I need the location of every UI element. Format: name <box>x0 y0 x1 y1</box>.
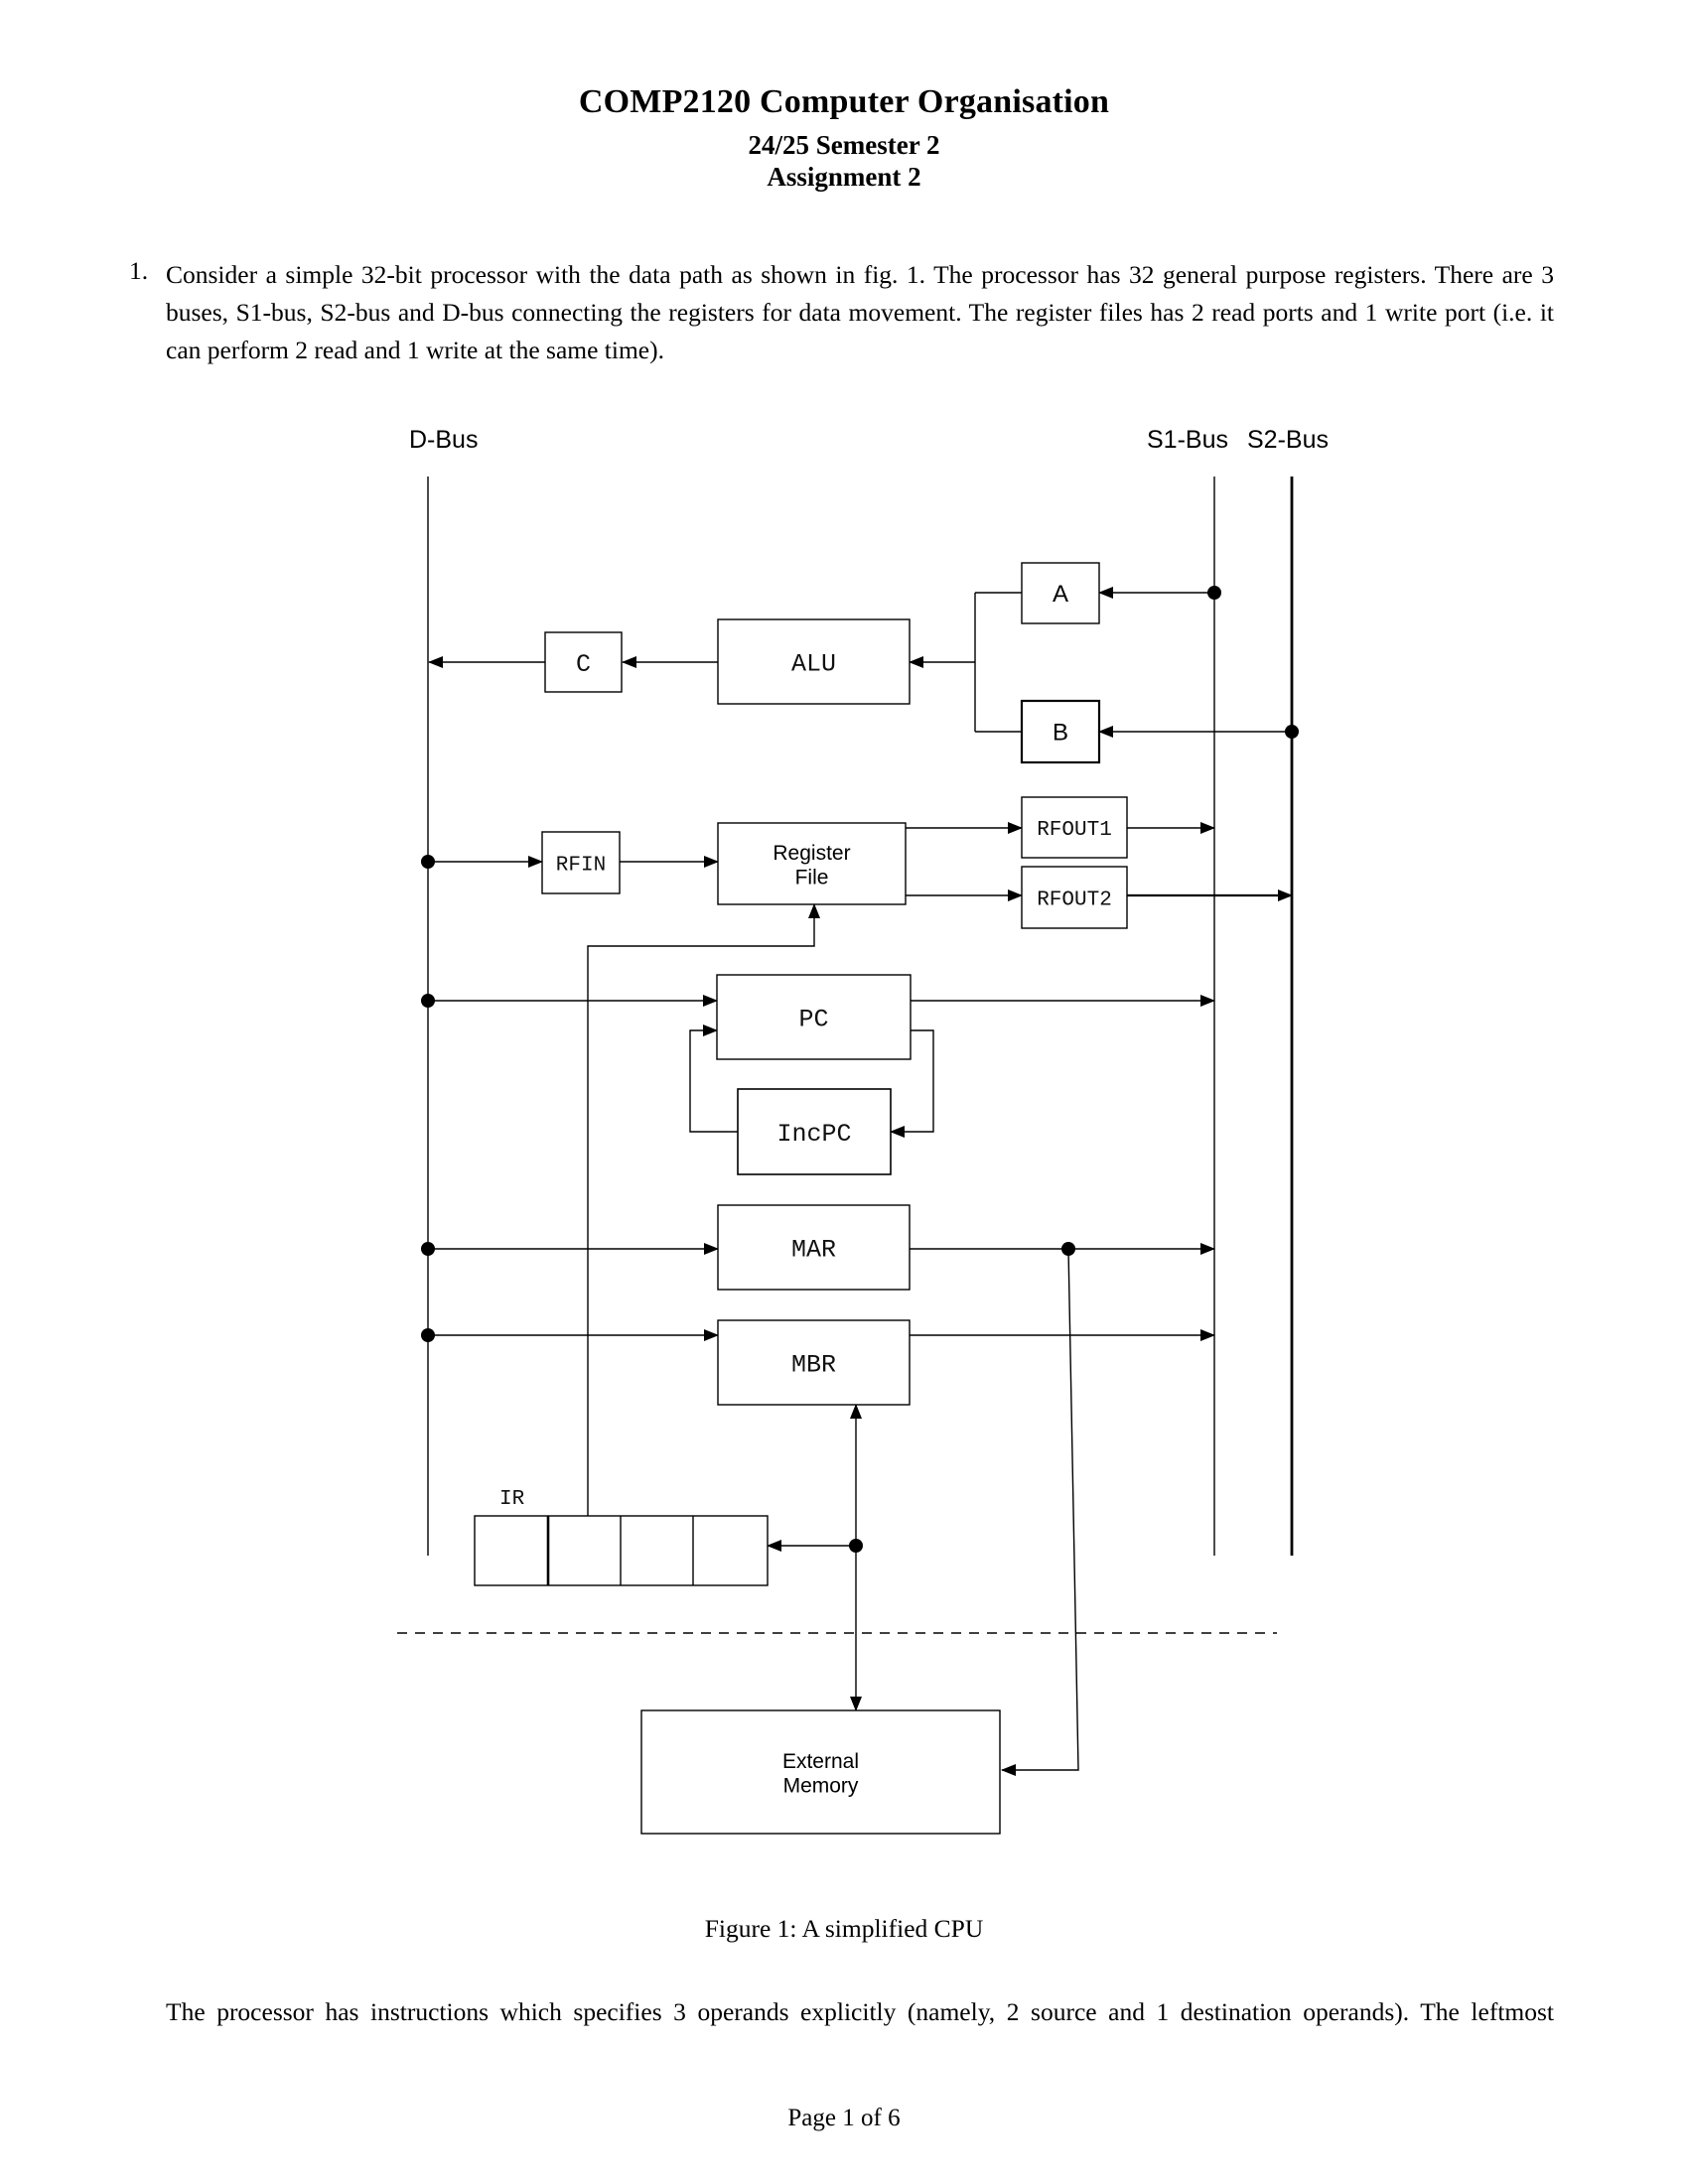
junction-dot <box>1285 725 1299 739</box>
box-incpc <box>737 1088 892 1175</box>
continuation-paragraph: The processor has instructions which spe… <box>166 1997 1554 2026</box>
junction-dot <box>421 994 435 1008</box>
junction-dot <box>421 855 435 869</box>
label-mar: MAR <box>791 1235 836 1264</box>
box-rfin <box>541 831 621 894</box>
label-b-register: B <box>1053 719 1068 746</box>
label-ir: IR <box>499 1488 525 1511</box>
box-c-register <box>544 631 623 693</box>
junction-dot <box>421 1242 435 1256</box>
figure-caption: Figure 1: A simplified CPU <box>704 1914 984 1943</box>
label-incpc: IncPC <box>776 1120 851 1149</box>
assignment-heading: Assignment 2 <box>767 162 921 192</box>
label-rfout2: RFOUT2 <box>1037 888 1112 911</box>
box-register-file <box>717 822 907 905</box>
box-mar <box>717 1204 911 1291</box>
box-external-memory <box>640 1709 1001 1835</box>
label-c-register: C <box>576 650 591 679</box>
list-item-number: 1. <box>129 256 149 285</box>
s2-bus-label: S2-Bus <box>1247 426 1329 454</box>
label-rfin: RFIN <box>556 854 606 877</box>
box-b-register <box>1020 699 1101 764</box>
edge-incpc-to-pc <box>689 1024 738 1133</box>
label-rfout1: RFOUT1 <box>1037 819 1112 842</box>
label-a-register: A <box>1053 581 1068 608</box>
edge-mar-to-extmem <box>1001 1248 1079 1776</box>
label-mbr: MBR <box>791 1350 836 1379</box>
box-a-register <box>1021 562 1100 624</box>
edge-ir-to-rf-writeback <box>587 903 820 1516</box>
box-alu <box>717 618 911 705</box>
page-number: Page 1 of 6 <box>787 2105 901 2131</box>
box-rfout2 <box>1021 866 1128 929</box>
question-paragraph: Consider a simple 32-bit processor with … <box>166 260 1554 364</box>
label-alu: ALU <box>791 649 836 678</box>
junction-dot <box>849 1539 863 1553</box>
document-title: COMP2120 Computer Organisation <box>578 83 1110 120</box>
box-rfout1 <box>1021 796 1128 859</box>
junction-dot <box>1061 1242 1075 1256</box>
junction-dot <box>1207 586 1221 600</box>
s1-bus-label: S1-Bus <box>1147 426 1228 454</box>
d-bus-label: D-Bus <box>409 426 478 454</box>
box-pc <box>716 974 912 1060</box>
edge-pc-to-incpc <box>890 1029 934 1138</box>
label-pc: PC <box>798 1005 828 1033</box>
document-subtitle: 24/25 Semester 2 <box>748 130 940 160</box>
junction-dot <box>421 1328 435 1342</box>
box-mbr <box>717 1319 911 1406</box>
